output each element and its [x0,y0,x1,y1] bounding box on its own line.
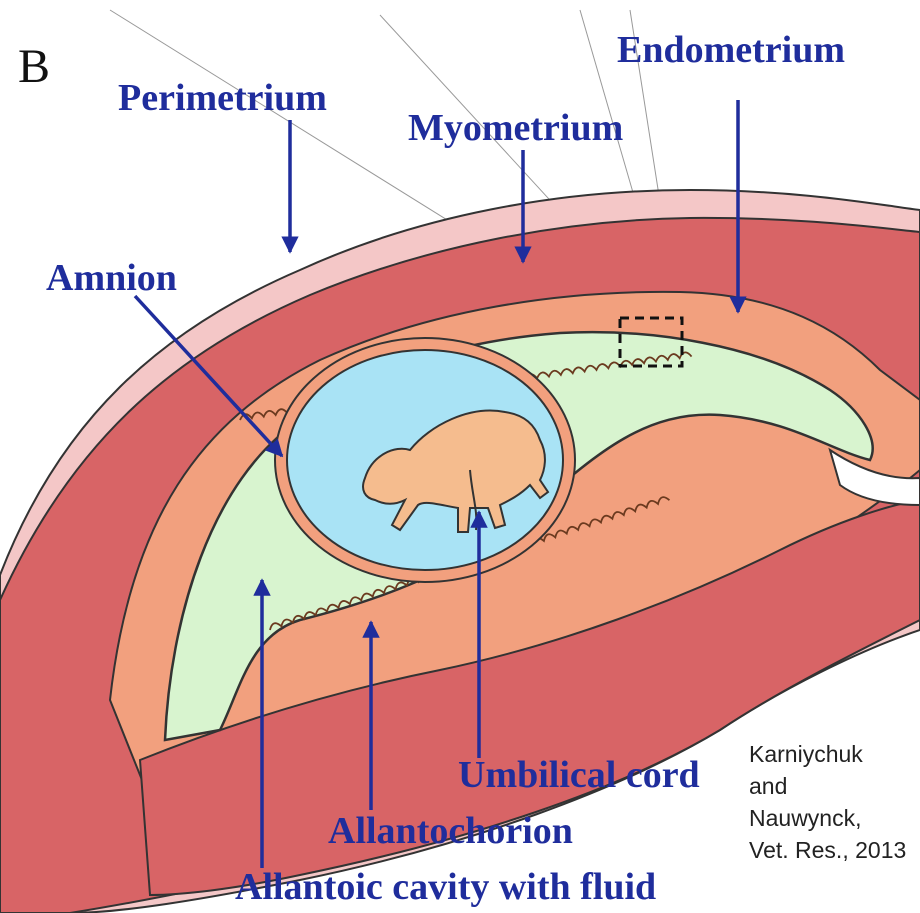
endometrium-label: Endometrium [617,29,845,71]
allantochorion-label: Allantochorion [328,810,573,852]
citation-line-4: Vet. Res., 2013 [749,837,906,863]
citation-line-3: Nauwynck, [749,805,861,831]
panel-label: B [18,40,50,93]
citation-line-1: Karniychuk [749,741,863,767]
myometrium-label: Myometrium [408,107,623,149]
citation-line-2: and [749,773,787,799]
allantoic-cavity-label: Allantoic cavity with fluid [235,866,656,908]
amnion-label: Amnion [46,257,177,299]
umbilical-cord-label: Umbilical cord [458,754,700,796]
perimetrium-label: Perimetrium [118,77,327,119]
